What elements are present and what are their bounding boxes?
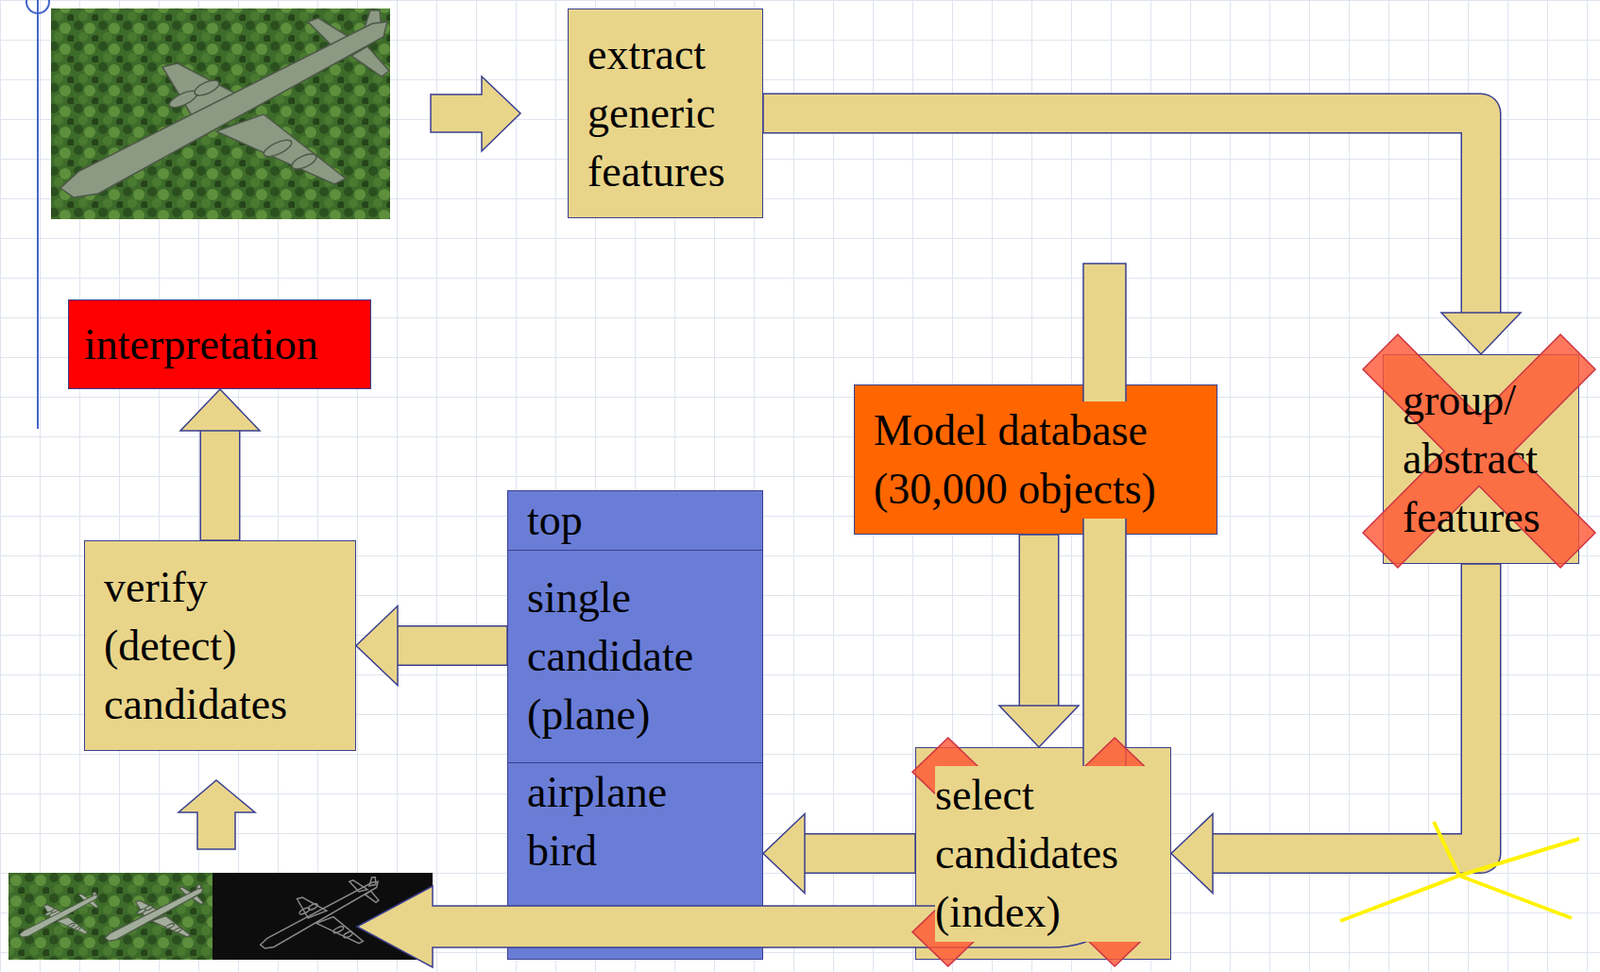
box-text: top bbox=[527, 491, 725, 550]
process-box: select candidates (index) bbox=[915, 747, 1172, 960]
box-text: select candidates (index) bbox=[935, 765, 1152, 942]
block-arrow bbox=[1171, 563, 1501, 894]
process-box: verify (detect) candidates bbox=[84, 540, 357, 751]
database-box: Model database (30,000 objects) bbox=[853, 384, 1218, 535]
arrow-body bbox=[397, 627, 508, 665]
reject-cross-shape bbox=[912, 737, 1151, 967]
box-text: verify (detect) candidates bbox=[103, 558, 337, 734]
box-text: Model database (30,000 objects) bbox=[873, 401, 1198, 519]
list-section: top bbox=[508, 491, 763, 550]
box-text: interpretation bbox=[84, 315, 356, 375]
arrow-body bbox=[1020, 534, 1058, 706]
feature-lines bbox=[1340, 821, 1460, 921]
arrow-head bbox=[1171, 814, 1213, 894]
arrow-head bbox=[999, 705, 1079, 748]
arrow-body bbox=[804, 834, 916, 873]
feature-lines bbox=[1459, 875, 1572, 919]
arrow-outline bbox=[397, 625, 508, 666]
airplane-thumb bbox=[104, 885, 204, 941]
block-arrow bbox=[763, 814, 916, 894]
feature-lines bbox=[1459, 838, 1580, 876]
block-arrow bbox=[180, 389, 260, 541]
arrow-head bbox=[763, 814, 805, 894]
arrow-outline bbox=[1019, 534, 1060, 706]
box-text: extract generic features bbox=[587, 25, 744, 202]
margin-ring bbox=[26, 0, 50, 14]
arrow-body bbox=[1212, 563, 1481, 854]
block-arrow bbox=[178, 780, 256, 850]
shortcut-arrow bbox=[357, 263, 1126, 968]
airplane-edges bbox=[260, 877, 379, 949]
photo-ground bbox=[51, 8, 391, 220]
margin-line bbox=[36, 0, 39, 429]
candidate-list: top single candidate (plane) airplane bird bbox=[507, 490, 764, 960]
process-box: group/ abstract features bbox=[1382, 354, 1580, 564]
result-box: interpretation bbox=[68, 299, 372, 390]
box-text: single candidate (plane) bbox=[527, 568, 725, 745]
block-arrow bbox=[356, 606, 508, 686]
box-text: airplane bird bbox=[527, 763, 725, 881]
process-box: extract generic features bbox=[567, 8, 764, 219]
block-arrow bbox=[999, 534, 1079, 748]
arrow-outline bbox=[1212, 563, 1481, 854]
airplane-thumb bbox=[18, 891, 99, 937]
arrow-head bbox=[1441, 312, 1521, 355]
airplane-photo bbox=[60, 10, 390, 198]
block-arrow bbox=[763, 93, 1521, 355]
arrow-head bbox=[180, 389, 260, 431]
arrow-head bbox=[356, 606, 398, 686]
list-section: single candidate (plane) bbox=[508, 549, 763, 763]
reject-cross-shape bbox=[1362, 334, 1596, 568]
block-arrow bbox=[430, 76, 521, 152]
arrow-outline bbox=[804, 833, 916, 874]
thumbnail-photo bbox=[8, 872, 213, 960]
arrow-body bbox=[201, 430, 239, 541]
arrow-outline bbox=[200, 430, 241, 541]
box-text: group/ abstract features bbox=[1402, 371, 1560, 547]
